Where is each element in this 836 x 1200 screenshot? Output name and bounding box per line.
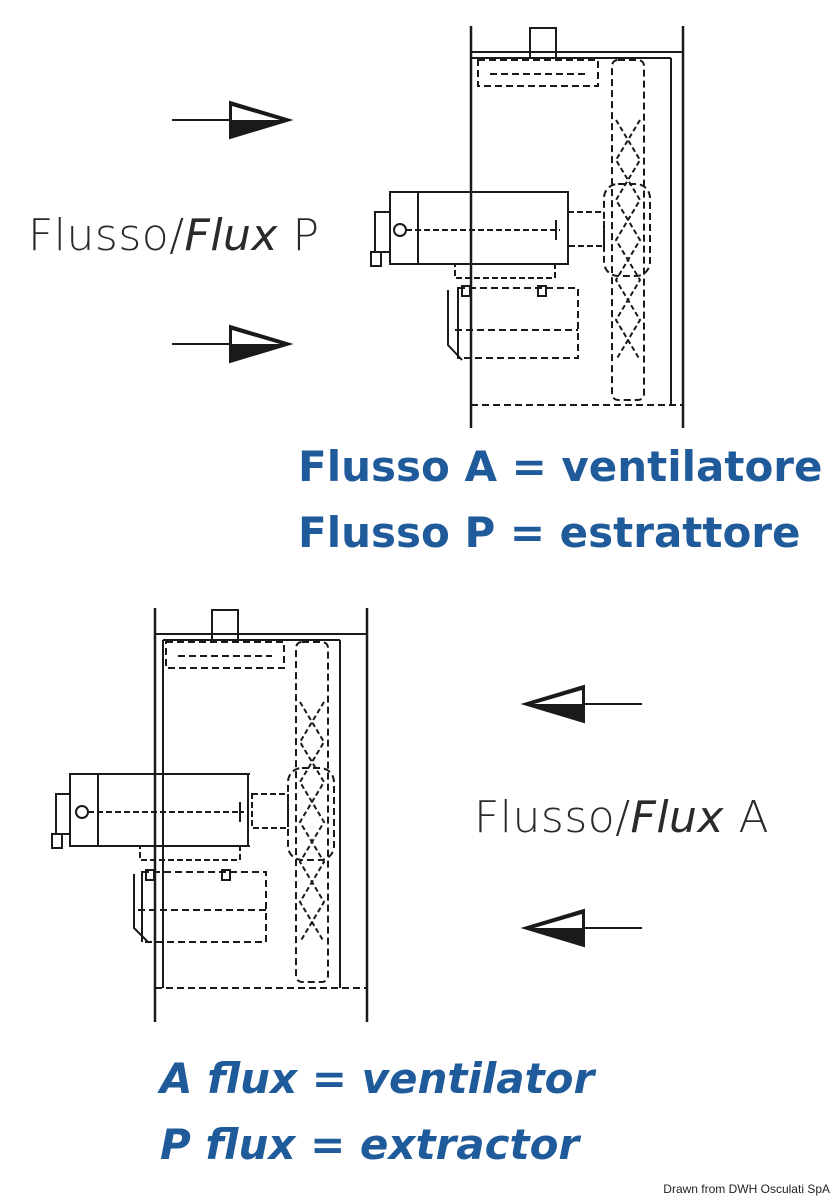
arrow-right-icon — [172, 324, 294, 364]
flow-label-p-italic: Flux — [184, 210, 278, 261]
caption-english-ventilator: A flux = ventilator — [160, 1054, 595, 1103]
flow-label-a: Flusso/Flux A — [474, 792, 769, 843]
arrow-left-icon — [520, 684, 642, 724]
flow-label-a-letter: A — [738, 792, 770, 843]
top-fan-housing — [370, 26, 685, 428]
bottom-flow-arrows — [520, 684, 642, 948]
bottom-fan-housing — [51, 608, 369, 1022]
flow-label-a-italic: Flux — [630, 792, 724, 843]
caption-italian-extractor: Flusso P = estrattore — [298, 508, 801, 557]
flow-label-p-main: Flusso/ — [28, 210, 185, 261]
flow-label-a-main: Flusso/ — [474, 792, 631, 843]
caption-italian-ventilator: Flusso A = ventilatore — [298, 442, 823, 491]
caption-english-extractor: P flux = extractor — [160, 1120, 580, 1169]
credit-text: Drawn from DWH Osculati SpA — [663, 1182, 830, 1196]
arrow-right-icon — [172, 100, 294, 140]
top-flow-arrows — [172, 100, 294, 364]
flow-label-p: Flusso/Flux P — [28, 210, 320, 261]
arrow-left-icon — [520, 908, 642, 948]
flow-label-p-letter: P — [292, 210, 320, 261]
